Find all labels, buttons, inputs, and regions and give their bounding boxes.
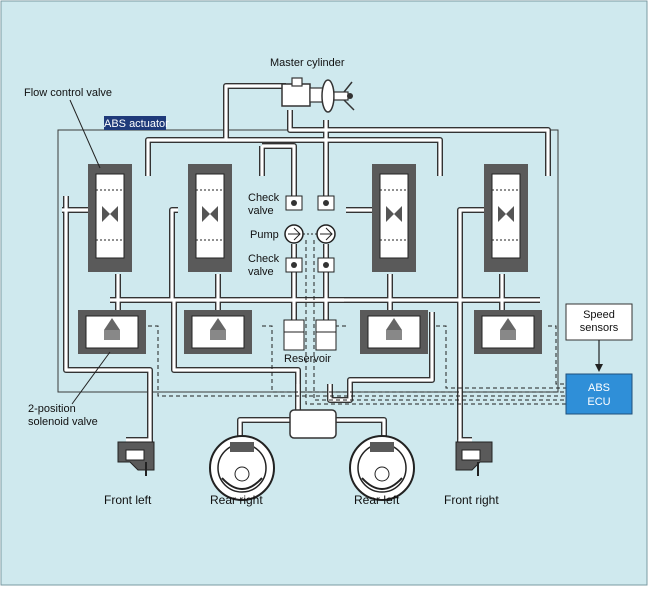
abs-ecu-label-line1: ABS [588,382,610,394]
front-right-caliper [455,441,493,476]
flow-control-valve-leader [69,99,101,169]
flow-control-valve-4 [484,164,528,272]
master-cylinder-label: Master cylinder [270,57,345,69]
solenoid-valve-label-line2: solenoid valve [28,416,98,428]
check-valve-bottom-label-line2: valve [248,266,274,278]
rear-left-label: Rear left [354,493,400,507]
solenoid-valve-2 [184,310,252,354]
flow-control-valve-3 [372,164,416,272]
rear-right-label: Rear right [210,493,263,507]
pump-right [316,224,336,244]
flow-control-valve-2 [188,164,232,272]
check-valve-top-label-line1: Check [248,192,280,204]
front-left-label: Front left [104,493,152,507]
flow-control-valve-label: Flow control valve [24,87,112,99]
abs-ecu-label-line2: ECU [587,396,610,408]
ecu-signal-wires [148,240,566,405]
speed-sensors-label-line2: sensors [580,322,619,334]
distribution-block [289,409,337,439]
flow-control-valve-1 [88,164,132,272]
master-cylinder [281,77,355,113]
front-left-caliper [117,441,155,476]
solenoid-valve-1 [78,310,146,354]
abs-ecu-box [565,373,633,415]
pump-left [284,224,304,244]
check-valve-bottom-label-line1: Check [248,253,280,265]
abs-actuator-label: ABS actuator [104,118,169,130]
check-valve-upper-right [317,195,335,211]
check-valve-upper-left [285,195,303,211]
reservoir-left [283,319,305,351]
reservoir-right [315,319,337,351]
front-right-label: Front right [444,493,499,507]
reservoir-label: Reservoir [284,353,331,365]
abs-actuator-highlight [104,116,166,130]
speed-sensors-arrowhead [595,364,603,372]
brake-lines [62,83,551,456]
check-valve-top-label-line2: valve [248,205,274,217]
check-valve-lower-left [285,257,303,273]
pump-label: Pump [250,229,279,241]
solenoid-valve-label-line1: 2-position [28,403,76,415]
solenoid-valve-3 [360,310,428,354]
rear-left-drum [349,435,415,501]
rear-right-drum [209,435,275,501]
speed-sensors-label-line1: Speed [583,309,615,321]
check-valve-lower-right [317,257,335,273]
solenoid-valve-4 [474,310,542,354]
solenoid-valve-leader [71,351,111,405]
